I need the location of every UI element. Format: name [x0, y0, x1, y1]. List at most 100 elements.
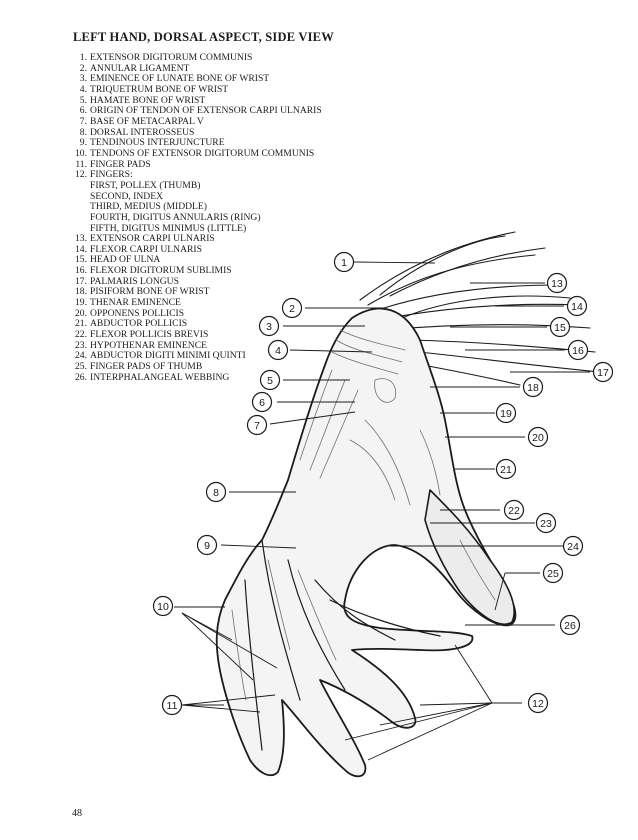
legend-text: OPPONENS POLLICIS	[90, 307, 185, 319]
legend-number: 3.	[79, 73, 87, 85]
legend-text: ORIGIN OF TENDON OF EXTENSOR CARPI ULNAR…	[90, 105, 322, 117]
callout-2: 2	[281, 297, 303, 319]
callout-8: 8	[205, 481, 227, 503]
callout-label: 18	[527, 382, 539, 394]
callout-circle	[495, 458, 517, 480]
callout-label: 9	[204, 540, 210, 552]
legend-number: 9.	[79, 137, 87, 149]
callout-label: 6	[259, 397, 265, 409]
callout-circle	[567, 339, 589, 361]
callout-circle	[546, 272, 568, 294]
legend-number: 20.	[75, 307, 87, 319]
callout-circle	[281, 297, 303, 319]
callout-circle	[559, 614, 581, 636]
callout-label: 13	[551, 278, 563, 290]
legend-item: SECOND, INDEX	[70, 191, 322, 203]
legend-text: ABDUCTOR DIGITI MINIMI QUINTI	[90, 350, 246, 362]
legend-number: 26.	[75, 371, 87, 383]
callout-circle	[503, 499, 525, 521]
callout-circle	[527, 426, 549, 448]
legend-text: FOURTH, DIGITUS ANNULARIS (RING)	[90, 211, 261, 223]
legend-item: 11.FINGER PADS	[70, 158, 322, 171]
finger-lines	[244, 539, 441, 751]
legend-text: ABDUCTOR POLLICIS	[90, 318, 188, 330]
legend-item: 16.FLEXOR DIGITORUM SUBLIMIS	[70, 265, 322, 277]
legend-item: 17.PALMARIS LONGUS	[70, 276, 322, 288]
callout-label: 15	[554, 322, 566, 334]
legend-item: 15.HEAD OF ULNA	[70, 255, 322, 266]
legend-text: EXTENSOR DIGITORUM COMMUNIS	[90, 52, 253, 63]
callout-18: 18	[522, 376, 544, 398]
legend-text: THENAR EMINENCE	[90, 297, 181, 309]
legend-text: EXTENSOR CARPI ULNARIS	[90, 233, 215, 245]
callout-21: 21	[495, 458, 517, 480]
callout-label: 12	[532, 698, 544, 710]
callout-20: 20	[527, 426, 549, 448]
legend-text: FLEXOR DIGITORUM SUBLIMIS	[90, 265, 232, 277]
legend-text: FINGER PADS	[90, 158, 151, 170]
callout-circle	[527, 692, 549, 714]
callout-circle	[542, 562, 564, 584]
callout-label: 17	[597, 367, 609, 379]
legend-item: 4.TRIQUETRUM BONE OF WRIST	[70, 83, 322, 96]
legend-item: 6.ORIGIN OF TENDON OF EXTENSOR CARPI ULN…	[70, 106, 322, 117]
callout-17: 17	[592, 361, 614, 383]
callout-4: 4	[267, 339, 289, 361]
legend-text: EMINENCE OF LUNATE BONE OF WRIST	[90, 73, 270, 85]
forearm-tendons	[359, 231, 601, 386]
legend-text: FINGERS:	[90, 169, 133, 181]
callout-label: 22	[508, 505, 520, 517]
legend-text: TENDINOUS INTERJUNCTURE	[90, 137, 225, 149]
legend-text: FIFTH, DIGITUS MINIMUS (LITTLE)	[90, 222, 247, 234]
callout-11: 11	[161, 694, 183, 716]
legend-number: 22.	[75, 329, 87, 341]
callout-label: 25	[547, 568, 559, 580]
callout-label: 24	[567, 541, 579, 553]
legend-item: 14.FLEXOR CARPI ULNARIS	[70, 243, 322, 256]
legend-item: 24.ABDUCTOR DIGITI MINIMI QUINTI	[70, 351, 322, 362]
callout-19: 19	[495, 402, 517, 424]
legend-number: 24.	[75, 350, 87, 362]
legend-number: 19.	[75, 297, 87, 309]
legend-item: FOURTH, DIGITUS ANNULARIS (RING)	[70, 211, 322, 224]
callout-circle	[495, 402, 517, 424]
legend-number: 25.	[75, 361, 87, 373]
legend-text: TRIQUETRUM BONE OF WRIST	[90, 83, 229, 95]
legend-number: 1.	[79, 52, 87, 63]
callout-label: 2	[289, 303, 295, 315]
legend-text: HAMATE BONE OF WRIST	[90, 94, 206, 106]
callout-12: 12	[527, 692, 549, 714]
legend-number: 2.	[79, 62, 87, 74]
callout-circle	[246, 414, 268, 436]
callout-label: 19	[500, 408, 512, 420]
legend-item: 20.OPPONENS POLLICIS	[70, 307, 322, 320]
legend-item: 23.HYPOTHENAR EMINENCE	[70, 340, 322, 352]
callout-circle	[259, 369, 281, 391]
callout-label: 1	[341, 257, 347, 269]
legend-number: 16.	[75, 265, 87, 277]
callout-circle	[205, 481, 227, 503]
legend-item: FIFTH, DIGITUS MINIMUS (LITTLE)	[70, 222, 322, 235]
page-number: 48	[72, 808, 82, 819]
callout-circle	[251, 391, 273, 413]
callout-label: 21	[500, 464, 512, 476]
callout-label: 7	[254, 420, 260, 432]
callout-14: 14	[566, 295, 588, 317]
thumb-outline	[424, 489, 515, 625]
legend-item: FIRST, POLLEX (THUMB)	[70, 180, 322, 192]
callout-circle	[535, 512, 557, 534]
callout-label: 26	[564, 620, 576, 632]
legend-text: FLEXOR CARPI ULNARIS	[90, 243, 202, 255]
callout-label: 3	[266, 321, 272, 333]
callout-9: 9	[196, 534, 218, 556]
legend-text: DORSAL INTEROSSEUS	[90, 126, 195, 138]
legend-number: 7.	[79, 115, 87, 127]
callout-circle	[258, 315, 280, 337]
callout-circle	[196, 534, 218, 556]
legend-text: PISIFORM BONE OF WRIST	[90, 286, 210, 298]
callout-26: 26	[559, 614, 581, 636]
callout-label: 5	[267, 375, 273, 387]
legend-item: 21.ABDUCTOR POLLICIS	[70, 319, 322, 330]
legend-number: 21.	[75, 318, 87, 330]
